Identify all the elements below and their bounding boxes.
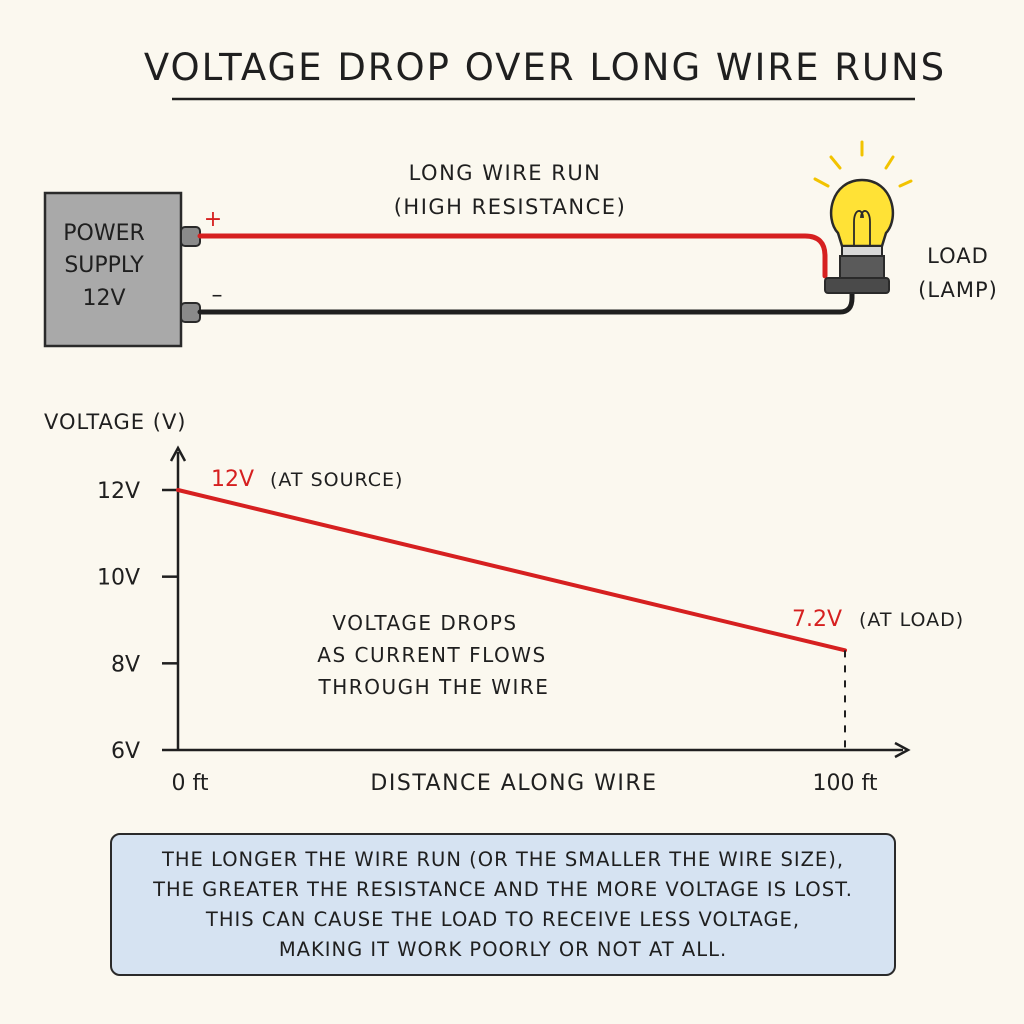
positive-wire [197,233,828,279]
light-bulb-icon [813,140,913,294]
source-value-label: 12V [211,467,254,492]
diagram-title: VOLTAGE DROP OVER LONG WIRE RUNS [144,46,946,89]
wire-label-1: LONG WIRE RUN [409,161,602,185]
x-axis-arrow [894,741,911,759]
chart-note-1: VOLTAGE DROPS [332,611,517,635]
y-axis-arrow [169,445,187,462]
power-supply-label-1: POWER [63,221,145,246]
source-text-label: (AT SOURCE) [270,469,403,491]
y-tick-label: 8V [111,652,140,677]
load-text-label: (AT LOAD) [859,609,964,631]
explanation-line-4: MAKING IT WORK POORLY OR NOT AT ALL. [278,937,728,961]
load-value-label: 7.2V [792,607,842,632]
power-supply-label-2: SUPPLY [64,253,144,278]
chart-note-2: AS CURRENT FLOWS [317,643,546,667]
chart-note-3: THROUGH THE WIRE [318,675,550,699]
explanation-box: THE LONGER THE WIRE RUN (OR THE SMALLER … [110,833,896,976]
negative-terminal-icon [180,302,201,323]
power-supply: POWER SUPPLY 12V [43,191,183,348]
power-supply-label-3: 12V [82,286,125,311]
explanation-line-2: THE GREATER THE RESISTANCE AND THE MORE … [153,877,853,901]
wire-label-2: (HIGH RESISTANCE) [394,195,627,219]
y-tick-label: 6V [111,739,140,764]
minus-sign: – [212,283,223,308]
x-tick-label: 100 ft [813,771,878,796]
power-supply-box [43,191,183,348]
y-tick-label: 12V [97,479,140,504]
voltage-chart: VOLTAGE (V) 12V 10V 8V 6V 0 ft 100 ft DISTANC… [44,410,964,796]
negative-wire [197,289,855,315]
explanation-line-1: THE LONGER THE WIRE RUN (OR THE SMALLER … [161,847,845,871]
y-tick-label: 10V [97,566,140,591]
y-axis-label: VOLTAGE (V) [44,410,187,434]
explanation-line-3: THIS CAN CAUSE THE LOAD TO RECEIVE LESS … [205,907,801,931]
load-label-1: LOAD [927,244,989,268]
voltage-series-line [176,488,847,653]
plus-sign: + [204,207,222,232]
load-label-2: (LAMP) [918,278,998,302]
x-tick-label: 0 ft [172,771,209,796]
positive-terminal-icon [180,226,201,247]
x-axis-label: DISTANCE ALONG WIRE [370,771,657,796]
